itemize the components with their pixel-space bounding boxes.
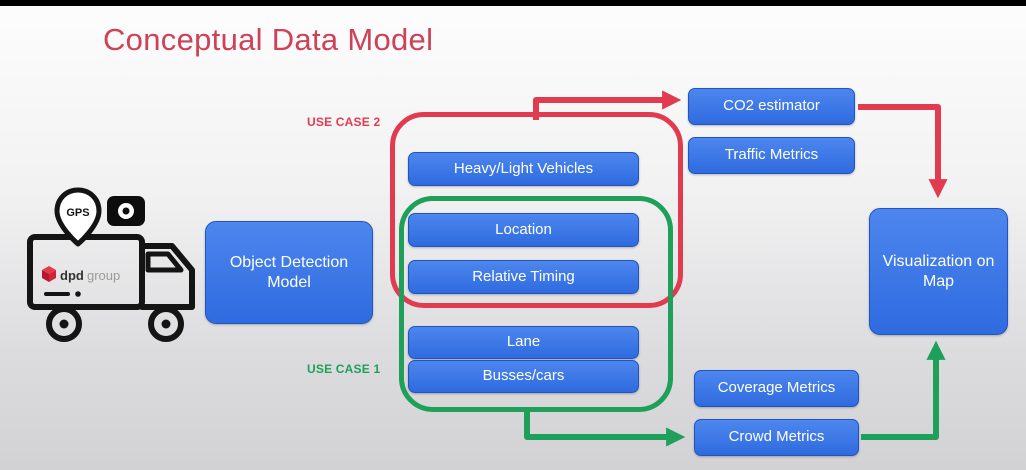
front-wheel-hub	[161, 319, 171, 329]
node-relative-timing: Relative Timing	[408, 260, 639, 294]
dpd-logo-text: dpd	[60, 268, 84, 283]
dpd-cube-icon	[42, 266, 56, 282]
dpd-logo-group-text: group	[87, 268, 120, 283]
node-object-detection-model: Object Detection Model	[205, 221, 373, 324]
node-location: Location	[408, 213, 639, 247]
arrow-crowd-metrics-to-visualization	[861, 340, 946, 440]
use-case-1-outline	[399, 196, 673, 412]
gps-pin-label: GPS	[66, 207, 89, 219]
use-case-1-label: USE CASE 1	[307, 362, 381, 376]
node-crowd-metrics: Crowd Metrics	[694, 419, 859, 456]
delivery-van-illustration: dpd group GPS	[27, 187, 195, 342]
rear-wheel-hub	[59, 319, 69, 329]
use-case-2-label: USE CASE 2	[307, 115, 381, 129]
node-lane: Lane	[408, 326, 639, 359]
node-heavy-light-vehicles: Heavy/Light Vehicles	[408, 152, 639, 186]
arrow-usecase1-to-crowd-metrics	[524, 411, 686, 447]
motion-dot	[75, 291, 81, 297]
node-traffic-metrics: Traffic Metrics	[688, 137, 855, 174]
node-co2-estimator: CO2 estimator	[688, 88, 855, 125]
node-visualization-on-map: Visualization on Map	[869, 208, 1008, 335]
node-busses-cars: Busses/cars	[408, 360, 639, 393]
node-coverage-metrics: Coverage Metrics	[694, 370, 859, 407]
camera-icon	[107, 196, 145, 226]
top-letterbox-bar	[0, 0, 1026, 6]
page-title: Conceptual Data Model	[103, 22, 434, 57]
arrow-co2-to-visualization	[858, 104, 948, 199]
gps-pin-icon: GPS	[54, 187, 102, 247]
dpd-logo: dpd group	[42, 266, 120, 297]
